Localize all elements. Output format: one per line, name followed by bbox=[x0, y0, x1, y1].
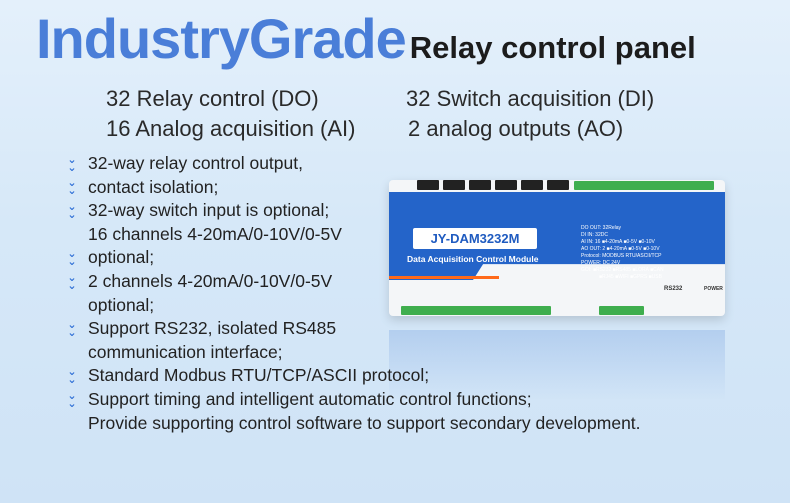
list-item: ⌄⌄ 2 channels 4-20mA/0-10V/0-5V bbox=[64, 270, 641, 294]
double-chevron-icon: ⌄⌄ bbox=[67, 318, 77, 339]
list-item-text: Standard Modbus RTU/TCP/ASCII protocol; bbox=[88, 365, 430, 386]
feature-ao: 2 analog outputs (AO) bbox=[408, 116, 624, 141]
list-item: ⌄⌄ contact isolation; bbox=[64, 176, 641, 200]
list-item: ⌄⌄ 32-way switch input is optional; bbox=[64, 199, 641, 223]
list-item-text: communication interface; bbox=[88, 341, 283, 362]
list-item-text: contact isolation; bbox=[88, 176, 219, 197]
device-model: JY-DAM3232M bbox=[413, 228, 537, 249]
power-label: POWER bbox=[704, 286, 723, 292]
feature-ai: 16 Analog acquisition (AI) bbox=[106, 116, 356, 141]
list-item-text: Provide supporting control software to s… bbox=[88, 412, 641, 433]
list-item: ⌄⌄ 32-way relay control output, bbox=[64, 152, 641, 176]
double-chevron-icon: ⌄⌄ bbox=[67, 271, 77, 292]
device-subtitle: Data Acquisition Control Module bbox=[407, 254, 539, 264]
list-item-continuation: communication interface; bbox=[64, 341, 641, 365]
list-item: ⌄⌄ optional; bbox=[64, 246, 641, 270]
list-item-text: 32-way switch input is optional; bbox=[88, 200, 330, 221]
list-item-text: 32-way relay control output, bbox=[88, 153, 303, 173]
list-item-text: Support RS232, isolated RS485 bbox=[88, 318, 337, 339]
device-reflection bbox=[389, 330, 725, 400]
list-item: ⌄⌄ Support RS232, isolated RS485 bbox=[64, 317, 641, 341]
list-item-continuation: optional; bbox=[64, 294, 641, 318]
double-chevron-icon: ⌄⌄ bbox=[67, 200, 77, 221]
double-chevron-icon: ⌄⌄ bbox=[67, 366, 77, 387]
list-item: ⌄⌄ Support timing and intelligent automat… bbox=[64, 388, 641, 412]
rs232-label: RS232 bbox=[664, 286, 683, 292]
headline-sub: Relay control panel bbox=[409, 30, 696, 65]
list-item-text: 16 channels 4-20mA/0-10V/0-5V bbox=[88, 223, 342, 244]
double-chevron-icon: ⌄⌄ bbox=[67, 389, 77, 410]
double-chevron-icon: ⌄⌄ bbox=[67, 153, 77, 174]
list-item-text: optional; bbox=[88, 247, 155, 268]
headline-main: IndustryGrade bbox=[36, 7, 407, 70]
double-chevron-icon: ⌄⌄ bbox=[67, 248, 77, 269]
list-item-continuation: 16 channels 4-20mA/0-10V/0-5V bbox=[64, 223, 641, 247]
list-item-text: optional; bbox=[88, 294, 155, 315]
list-item-text: 2 channels 4-20mA/0-10V/0-5V bbox=[88, 270, 333, 291]
list-item: ⌄⌄ Standard Modbus RTU/TCP/ASCII protocol… bbox=[64, 364, 641, 388]
device-image: JY-DAM3232M Data Acquisition Control Mod… bbox=[389, 180, 725, 316]
double-chevron-icon: ⌄⌄ bbox=[67, 177, 77, 198]
feature-do: 32 Relay control (DO) bbox=[106, 86, 319, 111]
feature-di: 32 Switch acquisition (DI) bbox=[406, 86, 655, 111]
list-item-continuation: Provide supporting control software to s… bbox=[64, 412, 641, 436]
list-item-text: Support timing and intelligent automatic… bbox=[88, 388, 532, 409]
feature-list: ⌄⌄ 32-way relay control output, ⌄⌄ contact … bbox=[64, 152, 641, 436]
